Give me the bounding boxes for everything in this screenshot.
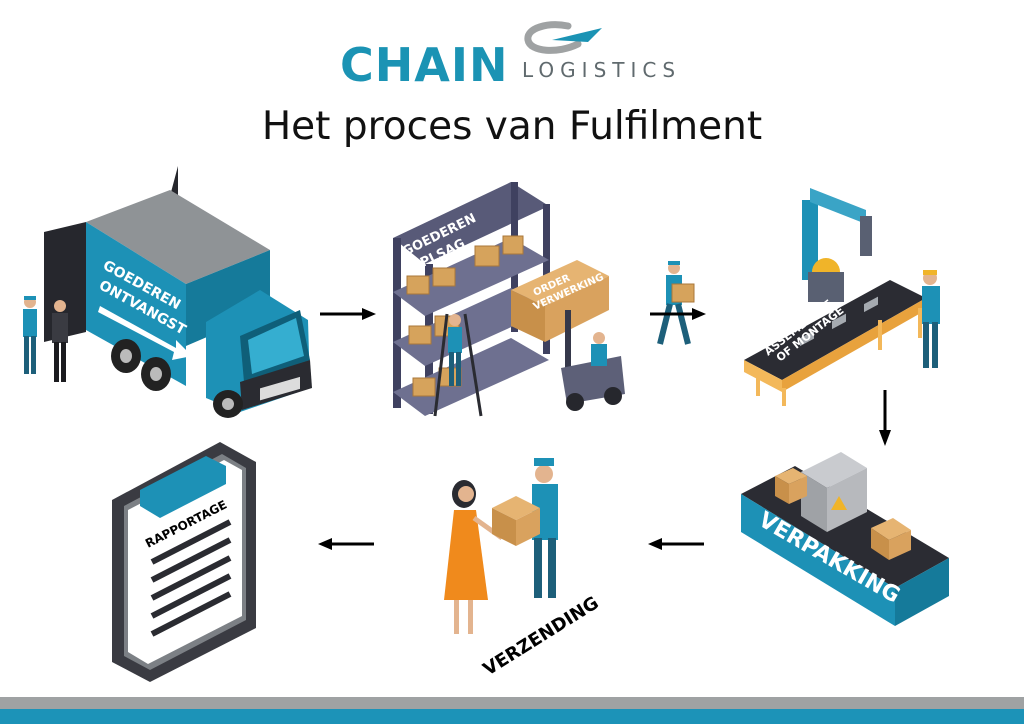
logo-sub-text: LOGISTICS — [522, 58, 682, 82]
receiving-scene: GOEDEREN ONTVANGST — [10, 160, 330, 420]
footer-grey-band — [0, 697, 1024, 709]
shipping-label: VERZENDING — [480, 592, 603, 680]
assembly-line-illustration: ASSEMBLAGE OF MONTAGE — [744, 188, 940, 406]
delivery-truck-illustration: GOEDEREN ONTVANGST — [23, 166, 312, 418]
storage-scene: GOEDEREN OPLSAG ORDER VERWERKING — [385, 180, 640, 425]
warehouse-shelf-illustration: GOEDEREN OPLSAG ORDER VERWERKING — [393, 182, 625, 417]
carrying-worker — [654, 258, 700, 354]
shipping-scene: VERZENDING — [430, 450, 640, 690]
arrow-left-icon — [648, 538, 704, 550]
arrow-down-icon — [879, 390, 891, 446]
packing-machine-illustration: VERPAKKING — [741, 452, 949, 626]
report-clipboard-icon: RAPPORTAGE — [112, 442, 256, 682]
delivery-handover-illustration: VERZENDING — [444, 458, 603, 680]
arrow-right-icon — [650, 308, 706, 320]
footer-blue-band — [0, 709, 1024, 724]
page-title: Het proces van Fulfilment — [261, 104, 763, 149]
assembly-scene: ASSEMBLAGE OF MONTAGE — [740, 180, 1010, 410]
reporting-scene: RAPPORTAGE — [110, 440, 260, 685]
logo-brand-text: CHAIN — [340, 38, 509, 92]
chain-logistics-logo: CHAIN LOGISTICS — [338, 20, 698, 90]
arrow-right-icon — [320, 308, 376, 320]
worker-figure — [23, 296, 37, 374]
arrow-left-icon — [318, 538, 374, 550]
manager-figure — [52, 300, 68, 382]
packing-scene: VERPAKKING — [735, 450, 955, 640]
logo-swoosh-icon — [524, 21, 602, 54]
